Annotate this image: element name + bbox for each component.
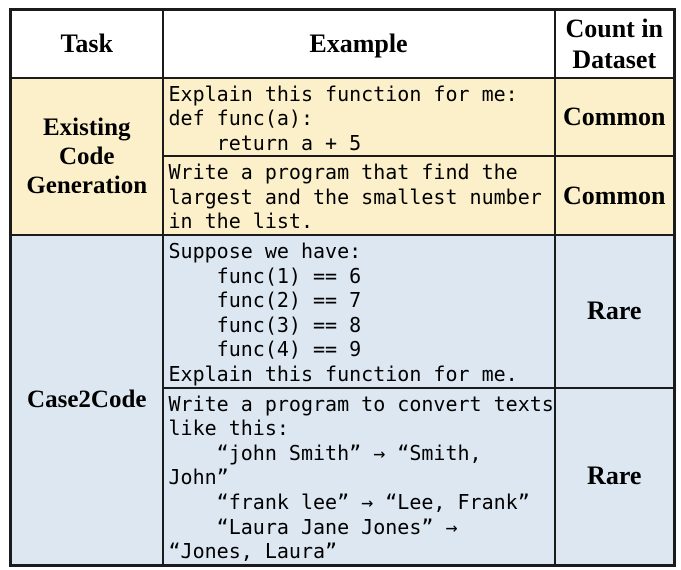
count-cell-common-1: Common (553, 76, 676, 158)
example-code-text: Write a program that find the largest an… (168, 160, 542, 234)
example-cell-explain-function: Explain this function for me: def func(a… (161, 76, 556, 158)
example-code-text: Explain this function for me: def func(a… (168, 81, 518, 155)
task-cell-existing-code-generation: Existing Code Generation (9, 76, 164, 237)
example-cell-suppose-we-have: Suppose we have: func(1) == 6 func(2) ==… (161, 234, 556, 389)
task-label: Existing Code Generation (26, 113, 148, 199)
count-cell-rare-2: Rare (553, 386, 676, 567)
table-row: Existing Code Generation Explain this fu… (9, 76, 676, 237)
count-cell-rare-1: Rare (553, 234, 676, 389)
header-example: Example (161, 8, 556, 79)
table-row: Write a program that find the largest an… (11, 155, 676, 237)
count-cell-common-2: Common (553, 155, 676, 237)
example-cell-convert-texts: Write a program to convert texts like th… (161, 386, 556, 567)
header-count-in-dataset: Count in Dataset (553, 8, 676, 79)
table-header-row: Task Example Count in Dataset (9, 8, 676, 79)
header-task: Task (9, 8, 164, 79)
task-cell-case2code: Case2Code (9, 234, 164, 567)
example-code-text: Write a program to convert texts like th… (168, 391, 554, 564)
table-row: Case2Code Suppose we have: func(1) == 6 … (9, 234, 676, 567)
example-cell-largest-smallest: Write a program that find the largest an… (161, 155, 556, 237)
task-example-count-table: Task Example Count in Dataset Existing C… (9, 8, 676, 567)
task-label: Case2Code (27, 386, 147, 414)
table-row: Write a program to convert texts like th… (11, 386, 676, 567)
example-code-text: Suppose we have: func(1) == 6 func(2) ==… (168, 239, 518, 387)
